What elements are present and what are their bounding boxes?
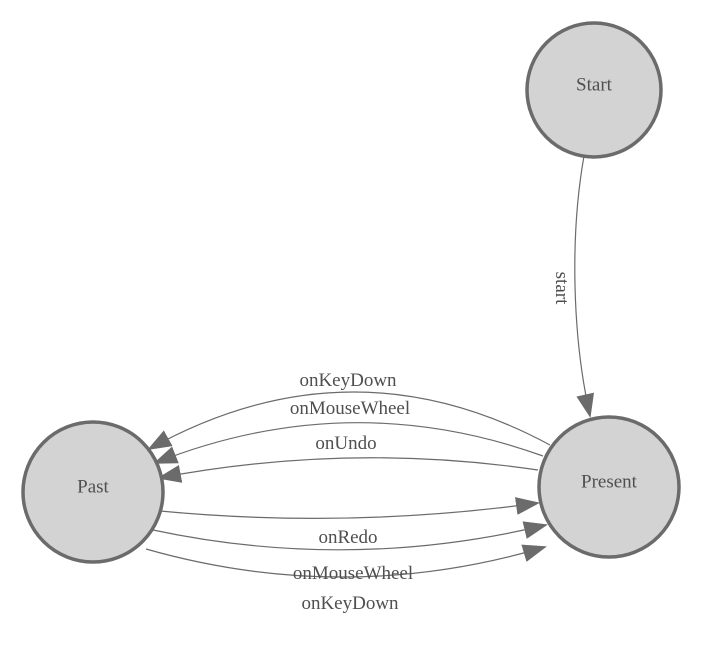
- edge-label-present-to-past-onmousewheel: onMouseWheel: [290, 398, 410, 419]
- edge-label-present-to-past-onkeydown: onKeyDown: [299, 370, 397, 391]
- edge-start-to-present: [574, 155, 595, 418]
- edge-labels-layer: start onKeyDown onMouseWheel onUndo onRedo on…: [290, 272, 572, 614]
- edge-past-to-present-onkeydown: [145, 544, 547, 578]
- edge-label-past-to-present-onredo: onRedo: [318, 527, 377, 548]
- state-node-present: Present: [537, 415, 681, 559]
- state-node-label-present: Present: [581, 472, 638, 493]
- state-node-label-start: Start: [576, 75, 613, 96]
- state-node-circle-present: [537, 415, 681, 559]
- edge-label-start-to-present: start: [551, 272, 572, 305]
- edge-present-to-past-onkeydown: [147, 391, 551, 450]
- edge-label-past-to-present-onmousewheel: onMouseWheel: [293, 563, 413, 584]
- state-node-circle-start: [525, 21, 663, 159]
- edge-present-to-past-onundo: [157, 457, 539, 483]
- state-node-circle-past: [21, 420, 165, 564]
- edge-past-to-present-onredo: [159, 497, 540, 519]
- edges-layer: [145, 155, 595, 578]
- state-node-past: Past: [21, 420, 165, 564]
- edge-label-present-to-past-onundo: onUndo: [315, 433, 376, 454]
- state-node-label-past: Past: [77, 477, 109, 498]
- edge-past-to-present-onmousewheel: [152, 521, 548, 551]
- edge-present-to-past-onmousewheel: [153, 422, 544, 464]
- state-node-start: Start: [525, 21, 663, 159]
- edge-label-past-to-present-onkeydown: onKeyDown: [301, 593, 399, 614]
